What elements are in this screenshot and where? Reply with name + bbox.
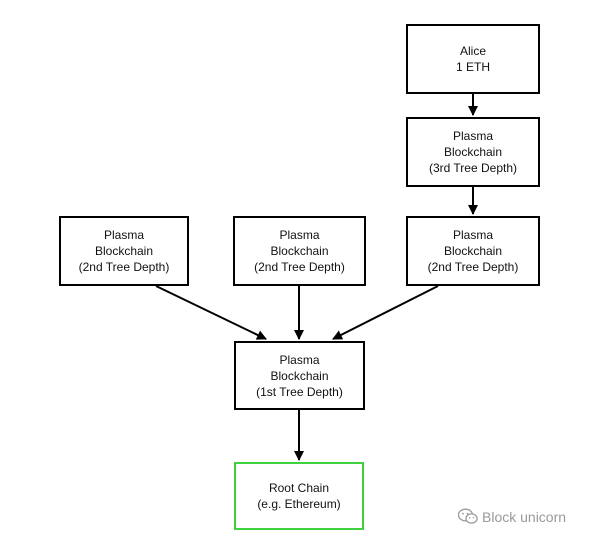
node-alice: Alice 1 ETH [406,24,540,94]
node-depth1-line-3: (1st Tree Depth) [256,384,343,399]
watermark: Block unicorn [458,508,566,525]
node-depth2-right-line-1: Plasma [452,228,493,242]
node-depth2-mid-line-1: Plasma [279,228,320,242]
watermark-text: Block unicorn [482,508,567,525]
node-depth1-line-2: Blockchain [270,368,329,383]
wechat-icon [458,508,478,525]
node-alice-line-1: Alice [459,44,486,58]
node-depth2-left-line-2: Blockchain [94,244,154,258]
node-alice-line-2: 1 ETH [455,60,490,74]
node-depth2-right-line-2: Blockchain [443,244,503,258]
arrow-depth2-left-to-depth1 [155,285,267,340]
node-depth2-left-line-3: (2nd Tree Depth) [78,260,170,274]
node-depth2-mid-line-3: (2nd Tree Depth) [254,260,345,274]
node-depth2-mid-line-2: Blockchain [270,244,329,258]
node-depth3-line-3: (3rd Tree Depth) [428,161,518,175]
node-depth1-line-1: Plasma [279,352,320,367]
node-root-line-1: Root Chain [268,481,330,495]
node-plasma-depth3: Plasma Blockchain (3rd Tree Depth) [406,117,540,187]
node-depth3-line-2: Blockchain [443,145,503,159]
node-plasma-depth2-mid: Plasma Blockchain (2nd Tree Depth) [233,216,366,286]
node-plasma-depth1: Plasma Blockchain (1st Tree Depth) [234,341,365,410]
node-depth2-left-line-1: Plasma [103,228,144,242]
node-depth3-line-1: Plasma [452,129,493,143]
node-plasma-depth2-left: Plasma Blockchain (2nd Tree Depth) [59,216,189,286]
node-plasma-depth2-right: Plasma Blockchain (2nd Tree Depth) [406,216,540,286]
node-root-line-2: (e.g. Ethereum) [257,497,341,511]
arrow-depth2-right-to-depth1 [332,285,439,340]
node-depth2-right-line-3: (2nd Tree Depth) [427,260,519,274]
node-root-chain: Root Chain (e.g. Ethereum) [234,462,364,530]
